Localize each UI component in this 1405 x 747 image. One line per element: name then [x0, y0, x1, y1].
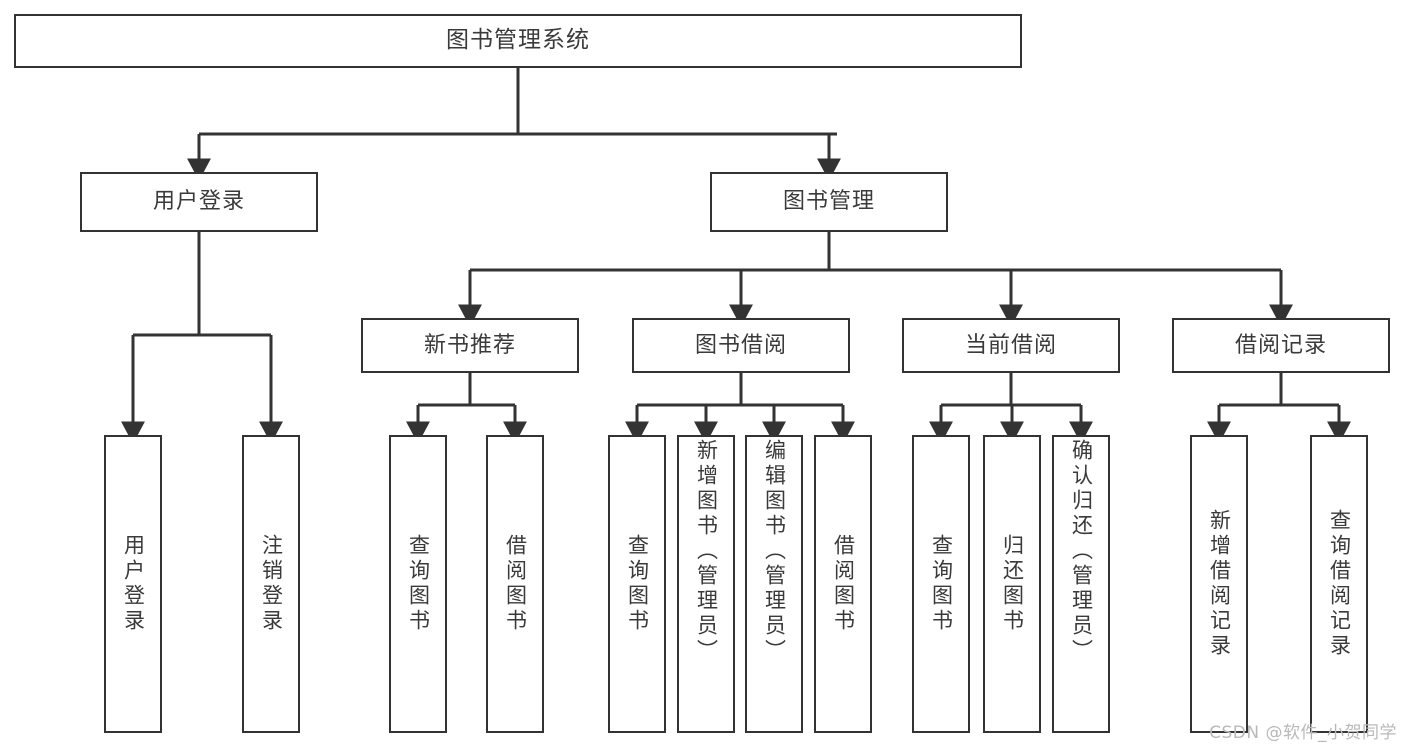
node-user-login-label: 用户登录 [152, 189, 245, 215]
node-root-label: 图书管理系统 [446, 27, 590, 54]
leaf-query-book-nbr[interactable]: 查询图书 [389, 435, 447, 733]
node-book-borrowing[interactable]: 图书借阅 [632, 318, 850, 373]
leaf-borrow-book-bb-label: 借阅图书 [831, 534, 856, 634]
leaf-logout-label: 注销登录 [259, 534, 284, 634]
leaf-query-book-bb[interactable]: 查询图书 [608, 435, 666, 733]
leaf-add-borrow-record-label: 新增借阅记录 [1207, 509, 1232, 659]
leaf-query-borrow-record-label: 查询借阅记录 [1327, 509, 1352, 659]
leaf-confirm-return-admin-label: 确认归还（管理员） [1069, 439, 1094, 664]
node-user-login[interactable]: 用户登录 [80, 172, 318, 232]
leaf-query-borrow-record[interactable]: 查询借阅记录 [1310, 435, 1368, 733]
node-borrowing-record-label: 借阅记录 [1234, 332, 1327, 358]
leaf-query-book-bb-label: 查询图书 [625, 534, 650, 634]
leaf-user-login-label: 用户登录 [121, 534, 146, 634]
node-book-management-label: 图书管理 [782, 189, 875, 215]
node-current-borrowing[interactable]: 当前借阅 [902, 318, 1120, 373]
node-new-book-recommendation-label: 新书推荐 [423, 332, 516, 358]
leaf-borrow-book-nbr-label: 借阅图书 [503, 534, 528, 634]
leaf-confirm-return-admin[interactable]: 确认归还（管理员） [1052, 435, 1110, 733]
leaf-add-borrow-record[interactable]: 新增借阅记录 [1190, 435, 1248, 733]
leaf-edit-book-admin-label: 编辑图书（管理员） [762, 439, 787, 664]
node-root-system[interactable]: 图书管理系统 [14, 14, 1022, 68]
leaf-add-book-admin-label: 新增图书（管理员） [694, 439, 719, 664]
leaf-query-book-cb-label: 查询图书 [929, 534, 954, 634]
leaf-return-book-label: 归还图书 [1000, 534, 1025, 634]
leaf-add-book-admin[interactable]: 新增图书（管理员） [677, 435, 735, 733]
node-book-borrowing-label: 图书借阅 [694, 332, 787, 358]
leaf-query-book-nbr-label: 查询图书 [406, 534, 431, 634]
node-borrowing-record[interactable]: 借阅记录 [1172, 318, 1390, 373]
leaf-borrow-book-nbr[interactable]: 借阅图书 [486, 435, 544, 733]
node-book-management[interactable]: 图书管理 [710, 172, 948, 232]
leaf-query-book-cb[interactable]: 查询图书 [912, 435, 970, 733]
leaf-edit-book-admin[interactable]: 编辑图书（管理员） [745, 435, 803, 733]
leaf-logout[interactable]: 注销登录 [242, 435, 300, 733]
node-current-borrowing-label: 当前借阅 [964, 332, 1057, 358]
leaf-borrow-book-bb[interactable]: 借阅图书 [814, 435, 872, 733]
leaf-return-book[interactable]: 归还图书 [983, 435, 1041, 733]
node-new-book-recommendation[interactable]: 新书推荐 [361, 318, 579, 373]
leaf-user-login[interactable]: 用户登录 [104, 435, 162, 733]
